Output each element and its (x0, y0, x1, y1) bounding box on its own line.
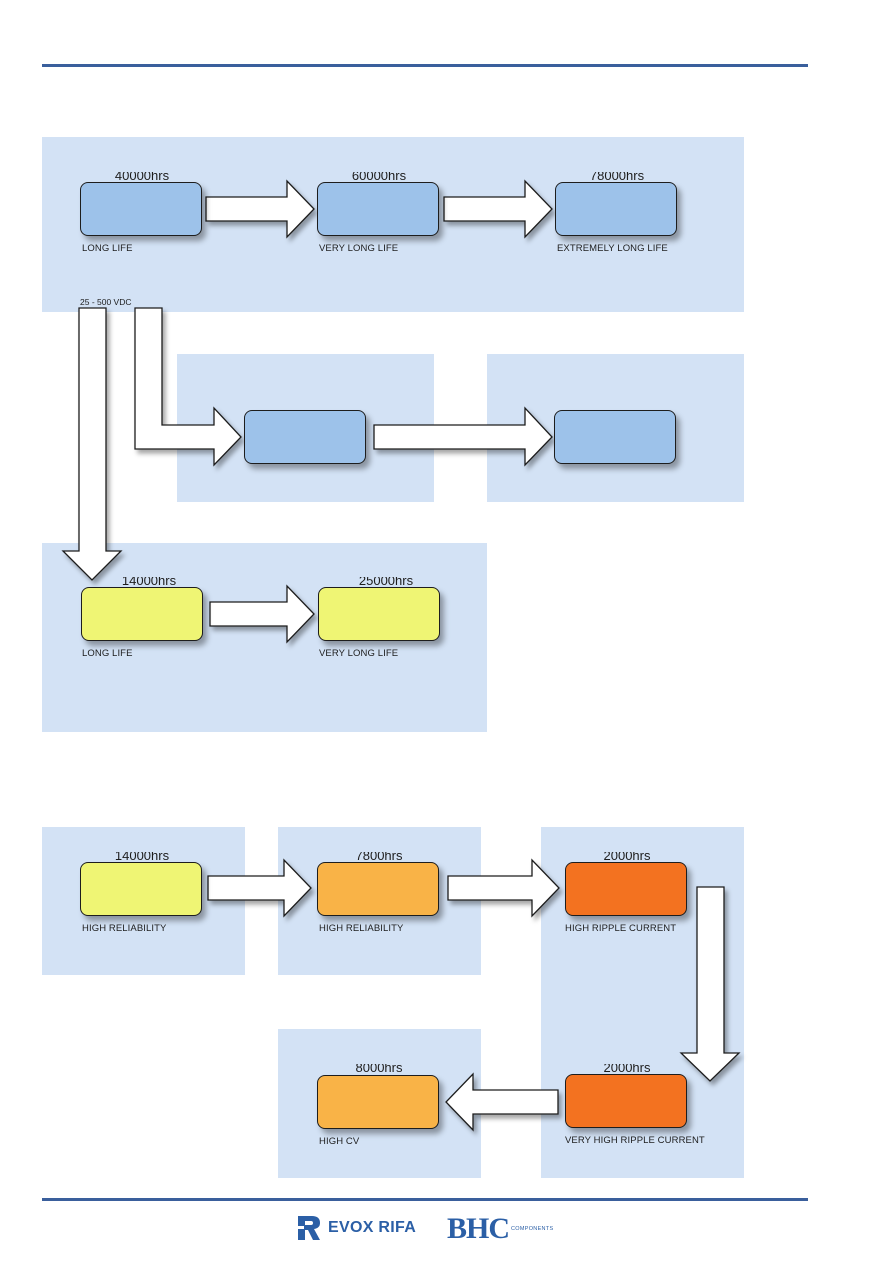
row1-box3-hours: 78000hrs (589, 172, 645, 182)
lower-box3-label: HIGH RIPPLE CURRENT (565, 923, 677, 934)
evox-rifa-logo: EVOX RIFA (296, 1213, 416, 1243)
row1-box2-hours: 60000hrs (351, 172, 407, 182)
arrow-lower-down (679, 886, 741, 1082)
row3-box2[interactable] (318, 587, 440, 641)
row1-box1-label: LONG LIFE (82, 243, 133, 254)
lower-box5-hours: 8000hrs (355, 1064, 403, 1074)
arrow-row3 (209, 584, 315, 644)
evox-rifa-r-icon (298, 1216, 320, 1240)
arrow-row1-a (205, 179, 315, 239)
lower-box3[interactable] (565, 862, 687, 916)
arrow-lower-a (207, 858, 312, 918)
lower-box2-label: HIGH RELIABILITY (319, 923, 404, 934)
row1-box2[interactable] (317, 182, 439, 236)
bhc-sub-text: COMPONENTS (511, 1226, 554, 1232)
arrow-row1-b (443, 179, 553, 239)
arrow-row2 (373, 406, 553, 467)
lower-box2-hours: 7800hrs (355, 852, 403, 862)
lower-box3-hours: 2000hrs (603, 852, 651, 862)
lower-box4-hours: 2000hrs (603, 1064, 651, 1074)
row2-box1[interactable] (244, 410, 366, 464)
lower-box1-label: HIGH RELIABILITY (82, 923, 167, 934)
lower-box5[interactable] (317, 1075, 439, 1129)
lower-box4-label: VERY HIGH RIPPLE CURRENT (565, 1135, 705, 1146)
row1-box3-label: EXTREMELY LONG LIFE (557, 243, 668, 254)
lower-box5-label: HIGH CV (319, 1136, 360, 1147)
row3-box2-label: VERY LONG LIFE (319, 648, 399, 659)
lower-box1-hours: 14000hrs (114, 852, 170, 862)
row1-box3[interactable] (555, 182, 677, 236)
arrow-lower-left (445, 1072, 559, 1132)
bottom-rule (42, 1198, 808, 1201)
row1-box1-hours: 40000hrs (114, 172, 170, 182)
row2-box2[interactable] (554, 410, 676, 464)
lower-box2[interactable] (317, 862, 439, 916)
row1-box1[interactable] (80, 182, 202, 236)
lower-box1[interactable] (80, 862, 202, 916)
lower-box4[interactable] (565, 1074, 687, 1128)
bhc-logo: BHC COMPONENTS (447, 1208, 553, 1244)
row3-box1-hours: 14000hrs (121, 577, 177, 587)
arrow-l-row2 (134, 307, 242, 467)
row1-box2-label: VERY LONG LIFE (319, 243, 399, 254)
row3-box2-hours: 25000hrs (358, 577, 414, 587)
bhc-text: BHC (447, 1212, 510, 1245)
row1-voltage: 25 - 500 VDC (80, 299, 132, 307)
row3-box1[interactable] (81, 587, 203, 641)
arrow-lower-b (447, 858, 560, 918)
evox-rifa-text: EVOX RIFA (328, 1219, 417, 1236)
top-rule (42, 64, 808, 67)
arrow-down-row3 (61, 307, 123, 581)
row3-box1-label: LONG LIFE (82, 648, 133, 659)
